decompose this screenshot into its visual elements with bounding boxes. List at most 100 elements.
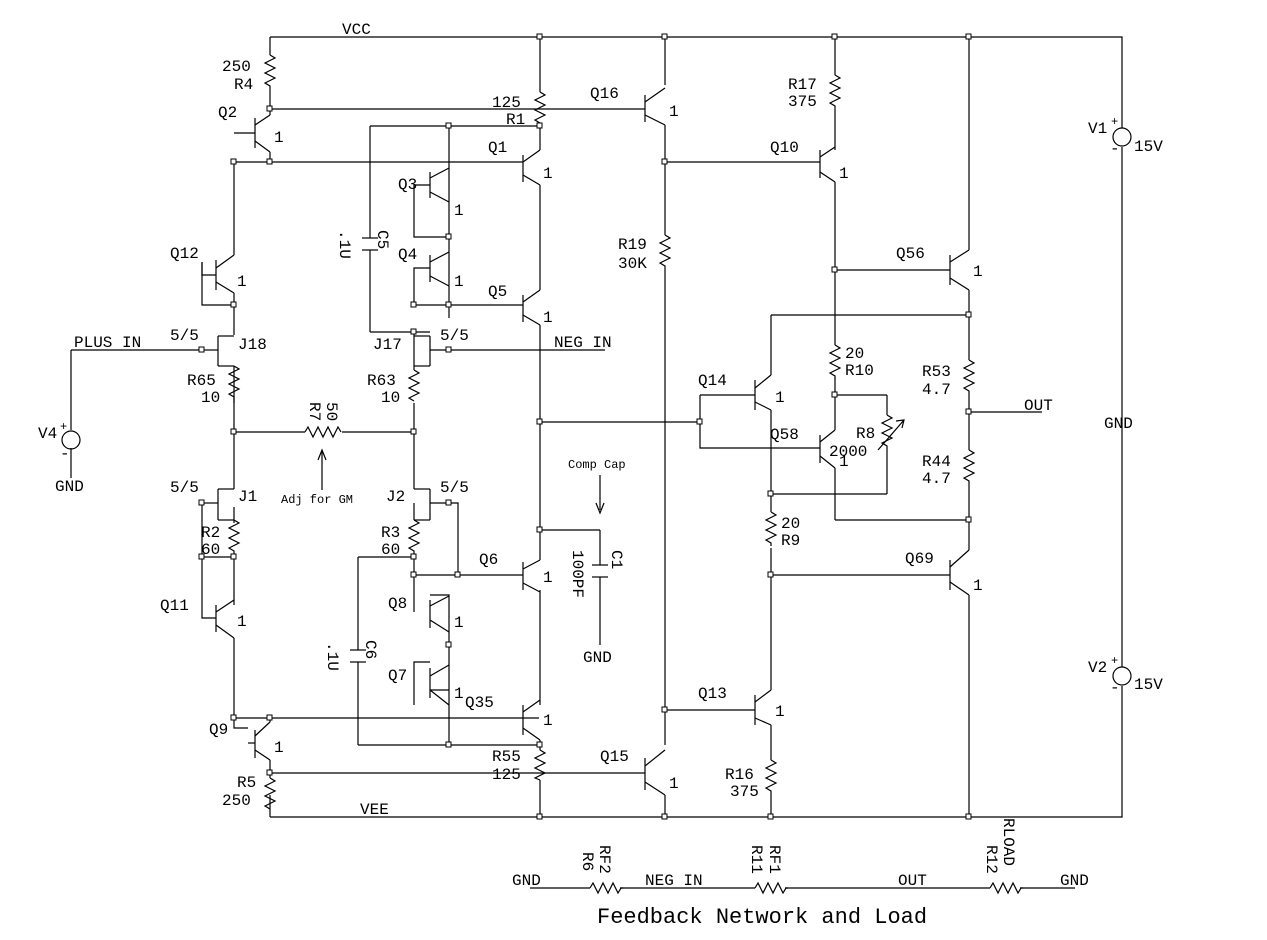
svg-text:1: 1: [454, 273, 464, 291]
q9-icon: [248, 721, 271, 761]
q8-icon: [429, 595, 450, 633]
r10-icon: [828, 344, 842, 379]
svg-text:10: 10: [381, 389, 400, 407]
q14-label: Q14: [698, 372, 727, 390]
r8-icon: [880, 414, 894, 460]
svg-text:125: 125: [492, 766, 521, 784]
r65-icon: [227, 365, 241, 403]
q58-icon: [819, 429, 836, 469]
r63-label: R63: [367, 372, 396, 390]
svg-text:375: 375: [788, 93, 817, 111]
j18-icon: [202, 335, 234, 367]
feedback-title: Feedback Network and Load: [597, 905, 927, 930]
fb-gnd-left: GND: [512, 872, 541, 890]
fb-gnd-right: GND: [1060, 872, 1089, 890]
r12-icon: [989, 881, 1023, 895]
j1-label: J1: [238, 488, 257, 506]
svg-text:1: 1: [454, 614, 464, 632]
r1-icon: [533, 91, 547, 124]
r17-icon: [828, 74, 842, 110]
fb-neg-in: NEG IN: [645, 872, 703, 890]
svg-text:1: 1: [973, 577, 983, 595]
r11-label: R11: [747, 845, 765, 874]
q11-icon: [215, 599, 235, 639]
q16-icon: [644, 87, 666, 126]
svg-text:4.7: 4.7: [922, 470, 951, 488]
adj-note: Adj for GM: [281, 493, 353, 507]
jfet-symbols: [202, 335, 449, 521]
r7-icon: [304, 425, 342, 439]
r2-label: R2: [201, 524, 220, 542]
r11-icon: [754, 881, 788, 895]
svg-text:1: 1: [775, 389, 785, 407]
r4-label: R4: [234, 76, 253, 94]
svg-text:60: 60: [201, 541, 220, 559]
j1-icon: [202, 476, 235, 521]
q11-label: Q11: [160, 597, 189, 615]
q12-label: Q12: [170, 245, 199, 263]
q6-icon: [522, 559, 541, 593]
svg-text:60: 60: [381, 541, 400, 559]
svg-text:RF1: RF1: [765, 845, 783, 874]
svg-text:.1U: .1U: [335, 230, 353, 259]
svg-text:50: 50: [322, 402, 340, 421]
v1-icon: [1112, 127, 1132, 147]
r9-icon: [764, 511, 778, 546]
svg-text:+: +: [1111, 654, 1118, 668]
j17-label: J17: [373, 336, 402, 354]
q69-icon: [949, 549, 970, 596]
r55-icon: [533, 749, 547, 781]
q4-label: Q4: [398, 246, 417, 264]
svg-text:+: +: [1111, 115, 1118, 129]
q14-icon: [754, 374, 772, 411]
r8-wiper-icon: [877, 419, 905, 451]
svg-text:1: 1: [543, 712, 553, 730]
v2-label: V2: [1088, 659, 1107, 677]
svg-text:4.7: 4.7: [922, 381, 951, 399]
r19-label: R19: [618, 236, 647, 254]
q5-icon: [522, 289, 541, 326]
transistor-symbols: [201, 87, 970, 796]
svg-text:1: 1: [274, 129, 284, 147]
svg-text:375: 375: [730, 783, 759, 801]
q2-label: Q2: [218, 104, 237, 122]
r2-icon: [227, 519, 241, 557]
r4-icon: [263, 54, 277, 92]
j1-ratio: 5/5: [170, 479, 199, 497]
vcc-label: VCC: [342, 21, 371, 39]
svg-text:RLOAD: RLOAD: [999, 818, 1017, 866]
r3-icon: [407, 519, 421, 557]
q6-label: Q6: [479, 551, 498, 569]
r8-label: R8: [856, 425, 875, 443]
r6-label: R6: [578, 852, 596, 871]
j18-label: J18: [238, 336, 267, 354]
r3-label: R3: [381, 524, 400, 542]
j17-icon: [414, 335, 449, 367]
j2-icon: [413, 476, 449, 521]
q13-label: Q13: [698, 685, 727, 703]
q58-label: Q58: [770, 426, 799, 444]
resistor-symbols: [227, 54, 1023, 895]
svg-text:-: -: [1110, 679, 1120, 697]
svg-text:1: 1: [454, 202, 464, 220]
q15-icon: [539, 749, 666, 796]
q1-label: Q1: [488, 139, 507, 157]
r44-icon: [962, 449, 976, 485]
adj-arrow-icon: [317, 448, 327, 461]
r1-label: R1: [506, 111, 525, 129]
out-label: OUT: [1024, 397, 1053, 415]
v1-label: V1: [1088, 120, 1107, 138]
q56-label: Q56: [896, 245, 925, 263]
j18-ratio: 5/5: [170, 327, 199, 345]
svg-text:1: 1: [543, 569, 553, 587]
r63-icon: [407, 369, 421, 402]
gnd-rail-label: GND: [1104, 415, 1133, 433]
svg-text:250: 250: [222, 58, 251, 76]
q3-icon: [429, 167, 450, 203]
c6-icon: [350, 649, 366, 663]
c5-icon: [362, 237, 378, 251]
svg-text:1: 1: [237, 273, 247, 291]
q35-label: Q35: [465, 694, 494, 712]
svg-text:250: 250: [222, 792, 251, 810]
